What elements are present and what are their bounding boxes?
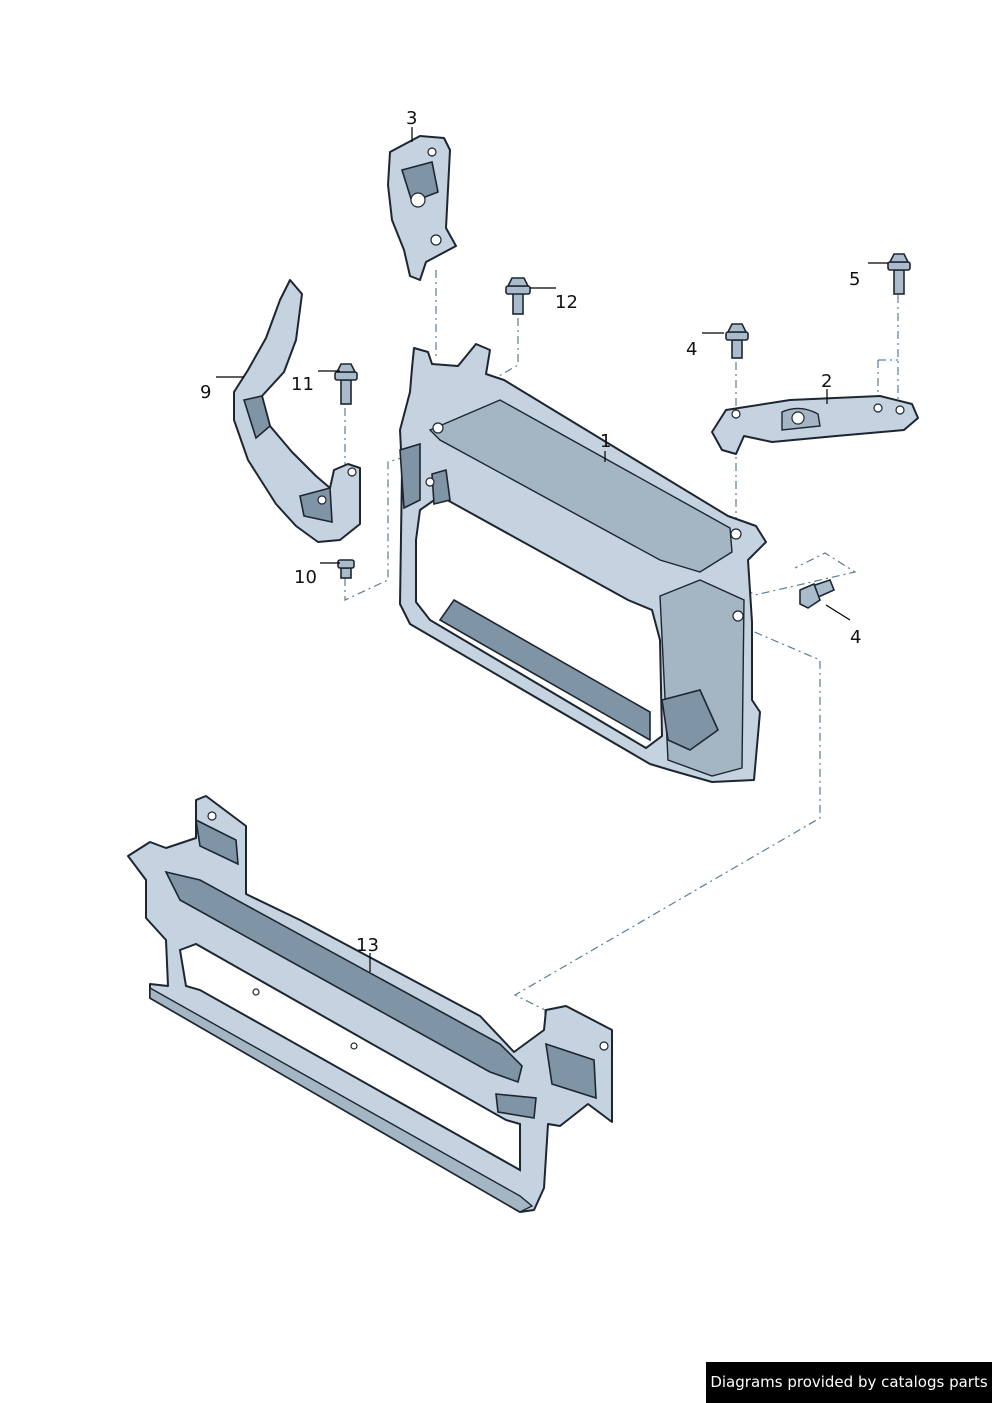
- callout-13: 13: [356, 935, 379, 956]
- callout-5: 5: [849, 269, 860, 290]
- part-3-bracket: [387, 135, 457, 281]
- part-1-lock-carrier: [399, 343, 767, 783]
- footer-credit-text: Diagrams provided by catalogs parts: [710, 1373, 988, 1391]
- bolt-12: [505, 277, 531, 315]
- callout-labels: 1 2 3 4 4 5 9 10 11 12 13: [200, 108, 861, 956]
- callout-9: 9: [200, 382, 211, 403]
- bolt-5: [887, 253, 911, 295]
- callout-11: 11: [291, 374, 314, 395]
- callout-2: 2: [821, 371, 832, 392]
- callout-4-lower: 4: [850, 627, 861, 648]
- part-2-bracket: [711, 395, 919, 455]
- leader-lines: [216, 127, 888, 972]
- callout-10: 10: [294, 567, 317, 588]
- assembly-line-5-to-2: [877, 295, 899, 405]
- part-13-crossmember: [127, 795, 613, 1213]
- footer-credit-badge: Diagrams provided by catalogs parts: [706, 1362, 992, 1403]
- bolt-4-side: [799, 579, 836, 609]
- bolt-10: [337, 559, 355, 579]
- callout-4-upper: 4: [686, 339, 697, 360]
- callout-3: 3: [406, 108, 417, 129]
- callout-12: 12: [555, 292, 578, 313]
- callout-1: 1: [600, 431, 611, 452]
- part-9-guide-bracket: [233, 279, 361, 543]
- bolt-11: [334, 363, 358, 405]
- bolt-4-upper: [725, 323, 749, 359]
